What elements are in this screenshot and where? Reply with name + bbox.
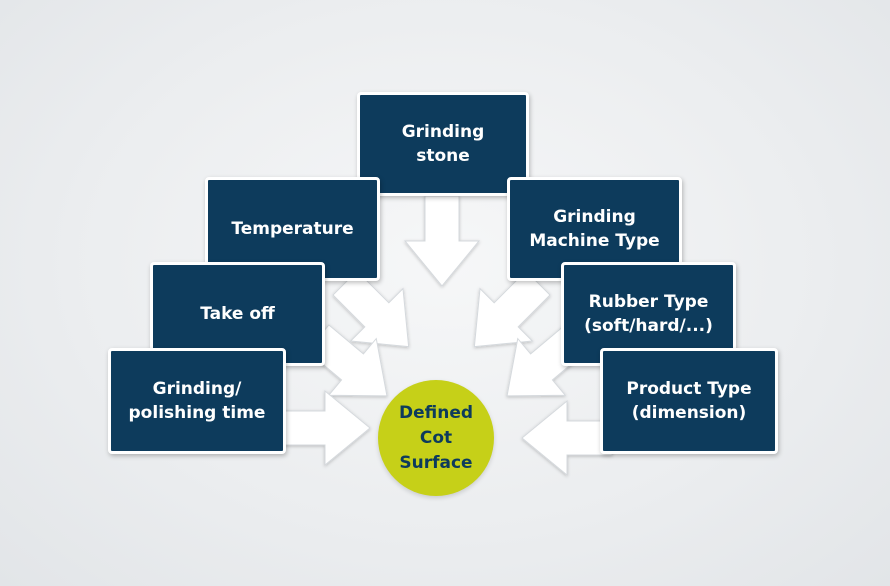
factor-grinding-machine-type-label: Grinding Machine Type <box>529 207 660 251</box>
arrow-temperature <box>332 270 410 348</box>
factor-take-off-label: Take off <box>200 304 275 324</box>
factor-product-type: Product Type (dimension) <box>600 348 778 454</box>
factor-rubber-type-label: Rubber Type (soft/hard/...) <box>584 292 713 336</box>
arrow-grinding-stone <box>403 195 481 287</box>
factor-grinding-polishing-time-label: Grinding/ polishing time <box>128 379 266 423</box>
factor-product-type-label: Product Type (dimension) <box>626 379 752 423</box>
factor-temperature-label: Temperature <box>231 219 354 239</box>
arrow-product-type <box>521 399 613 477</box>
factor-grinding-stone-label: Grinding stone <box>401 122 485 166</box>
defined-cot-surface-circle: Defined Cot Surface <box>378 380 494 496</box>
arrow-grinding-polishing-time <box>279 389 371 467</box>
factor-grinding-stone: Grinding stone <box>357 92 529 196</box>
factor-grinding-polishing-time: Grinding/ polishing time <box>108 348 286 454</box>
defined-cot-surface-label: Defined Cot Surface <box>398 402 474 473</box>
